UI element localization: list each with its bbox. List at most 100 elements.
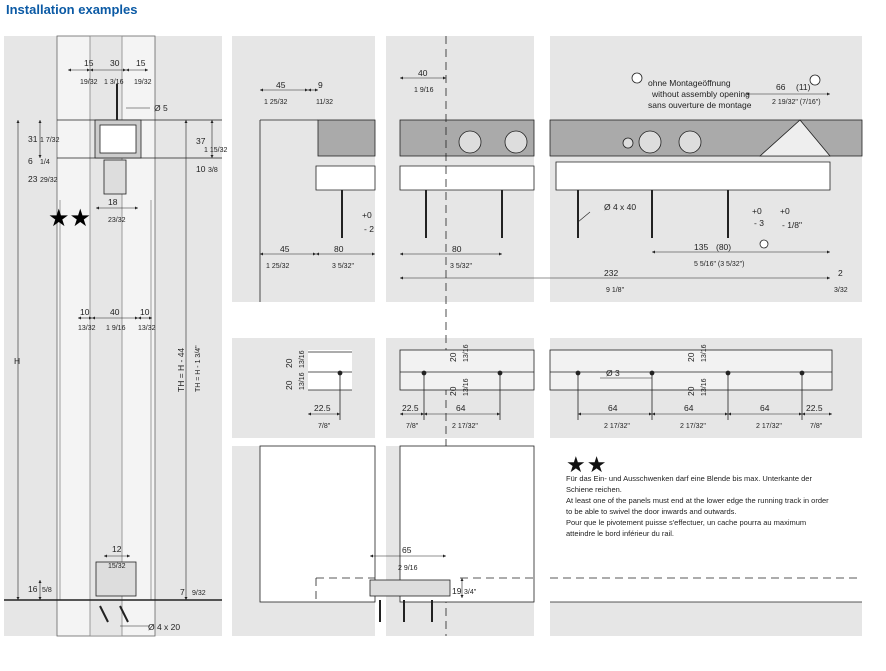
dim-64d: 64 bbox=[760, 403, 770, 413]
dim-7-in: 9/32 bbox=[192, 590, 206, 597]
tol-p0c: +0 bbox=[780, 206, 790, 216]
dim-6: 6 bbox=[28, 156, 33, 166]
swivel-note: ★★ Für das Ein- und Ausschwenken darf ei… bbox=[566, 452, 836, 541]
dim-16: 16 bbox=[28, 584, 38, 594]
dim-64c: 64 bbox=[684, 403, 694, 413]
dim-2-in: 3/32 bbox=[834, 287, 848, 294]
note-stars: ★★ bbox=[566, 452, 608, 477]
dim-20b: 20 bbox=[284, 380, 294, 390]
dim-phi4x40: Ø 4 x 40 bbox=[604, 202, 636, 212]
dim-40-top-in: 1 9/16 bbox=[414, 87, 434, 94]
note-de: Für das Ein- und Ausschwenken darf eine … bbox=[566, 474, 812, 494]
dim-135-in: 5 5/16" (3 5/32") bbox=[694, 261, 745, 268]
dim-11: (11) bbox=[796, 82, 811, 92]
bottom-dimension-text: 65 2 9/16 19 3/4" bbox=[398, 545, 477, 596]
dim-20d-in: 13/16 bbox=[463, 378, 470, 396]
dim-12-in: 15/32 bbox=[108, 563, 126, 570]
dim-20f-in: 13/16 bbox=[701, 378, 708, 396]
dim-H: H bbox=[14, 356, 20, 366]
dim-10a-in: 13/32 bbox=[78, 325, 96, 332]
dim-7: 7 bbox=[180, 587, 185, 597]
dim-15-left-in: 19/32 bbox=[80, 79, 98, 86]
side-dimension-lines bbox=[16, 68, 214, 627]
opening-fr: sans ouverture de montage bbox=[648, 100, 752, 110]
dim-45b-in: 1 25/32 bbox=[266, 263, 289, 270]
dim-10-in: 3/8 bbox=[208, 167, 218, 174]
dim-phi5: Ø 5 bbox=[154, 103, 168, 113]
dim-40-top: 40 bbox=[418, 68, 428, 78]
dim-22-5a-in: 7/8" bbox=[318, 423, 331, 430]
dim-45-in: 1 25/32 bbox=[264, 99, 287, 106]
dim-phi4x20: Ø 4 x 20 bbox=[148, 622, 180, 632]
dim-37: 37 bbox=[196, 136, 206, 146]
dim-80p: (80) bbox=[716, 242, 731, 252]
track-dimension-text: 45 1 25/32 9 11/32 40 1 9/16 ohne Montag… bbox=[264, 68, 848, 294]
dim-64d-in: 2 17/32" bbox=[756, 423, 782, 430]
dim-40-in: 1 9/16 bbox=[106, 325, 126, 332]
dim-TH: TH = H - 44 bbox=[176, 348, 186, 392]
dim-232: 232 bbox=[604, 268, 618, 278]
track-front-views bbox=[259, 36, 863, 636]
dim-30-in: 1 3/16 bbox=[104, 79, 124, 86]
dim-9-in: 11/32 bbox=[316, 99, 333, 106]
dim-20c: 20 bbox=[448, 352, 458, 362]
side-dimension-text: 15 30 15 19/32 1 3/16 19/32 Ø 5 31 1 7/3… bbox=[14, 58, 227, 632]
dim-64a: 64 bbox=[456, 403, 466, 413]
tol-p0b: +0 bbox=[752, 206, 762, 216]
dim-18-in: 23/32 bbox=[108, 217, 126, 224]
page-title: Installation examples bbox=[6, 2, 138, 17]
opening-de: ohne Montageöffnung bbox=[648, 78, 731, 88]
dim-10b: 10 bbox=[140, 307, 150, 317]
dim-20b-in: 13/16 bbox=[299, 372, 306, 390]
dim-15-right: 15 bbox=[136, 58, 146, 68]
dim-23-in: 29/32 bbox=[40, 177, 58, 184]
dim-80b-in: 3 5/32" bbox=[450, 263, 472, 270]
tol-p0: +0 bbox=[362, 210, 372, 220]
dim-65: 65 bbox=[402, 545, 412, 555]
dim-22-5b: 22.5 bbox=[402, 403, 419, 413]
dim-19-in: 3/4" bbox=[464, 589, 477, 596]
note-en: At least one of the panels must end at t… bbox=[566, 496, 829, 516]
dim-80a-in: 3 5/32" bbox=[332, 263, 354, 270]
tol-m2: - 2 bbox=[364, 224, 374, 234]
dim-66: 66 bbox=[776, 82, 786, 92]
dim-20d: 20 bbox=[448, 386, 458, 396]
dim-22-5c-in: 7/8" bbox=[810, 423, 823, 430]
dim-40: 40 bbox=[110, 307, 120, 317]
dim-18: 18 bbox=[108, 197, 118, 207]
bottom-views bbox=[259, 445, 862, 622]
dim-6-in: 1/4 bbox=[40, 159, 50, 166]
dim-10b-in: 13/32 bbox=[138, 325, 156, 332]
dim-15-right-in: 19/32 bbox=[134, 79, 152, 86]
tol-m3: - 3 bbox=[754, 218, 764, 228]
dim-2: 2 bbox=[838, 268, 843, 278]
hole-dimension-text: 20 13/16 20 13/16 20 13/16 20 13/16 20 1… bbox=[284, 344, 823, 430]
dim-37-in: 1 15/32 bbox=[204, 147, 227, 154]
dim-23: 23 bbox=[28, 174, 38, 184]
stars-marker: ★★ bbox=[48, 204, 91, 232]
dim-22-5c: 22.5 bbox=[806, 403, 823, 413]
opening-en: without assembly opening bbox=[651, 89, 750, 99]
dim-20a-in: 13/16 bbox=[299, 350, 306, 368]
dim-20f: 20 bbox=[686, 386, 696, 396]
dim-31-in: 1 7/32 bbox=[40, 137, 60, 144]
tol-m18: - 1/8" bbox=[782, 220, 802, 230]
dim-10: 10 bbox=[196, 164, 206, 174]
dim-45b: 45 bbox=[280, 244, 290, 254]
dim-64b-in: 2 17/32" bbox=[604, 423, 630, 430]
hole-pattern bbox=[308, 349, 833, 420]
dim-22-5a: 22.5 bbox=[314, 403, 331, 413]
note-fr: Pour que le pivotement puisse s'effectue… bbox=[566, 518, 807, 538]
dim-TH-in: TH = H - 1 3/4" bbox=[195, 345, 202, 392]
dim-64c-in: 2 17/32" bbox=[680, 423, 706, 430]
dim-31: 31 bbox=[28, 134, 38, 144]
dim-19: 19 bbox=[452, 586, 462, 596]
dim-80a: 80 bbox=[334, 244, 344, 254]
dim-80b: 80 bbox=[452, 244, 462, 254]
dim-232-in: 9 1/8" bbox=[606, 287, 625, 294]
dim-64b: 64 bbox=[608, 403, 618, 413]
dim-9: 9 bbox=[318, 80, 323, 90]
dim-64a-in: 2 17/32" bbox=[452, 423, 478, 430]
dim-22-5b-in: 7/8" bbox=[406, 423, 419, 430]
